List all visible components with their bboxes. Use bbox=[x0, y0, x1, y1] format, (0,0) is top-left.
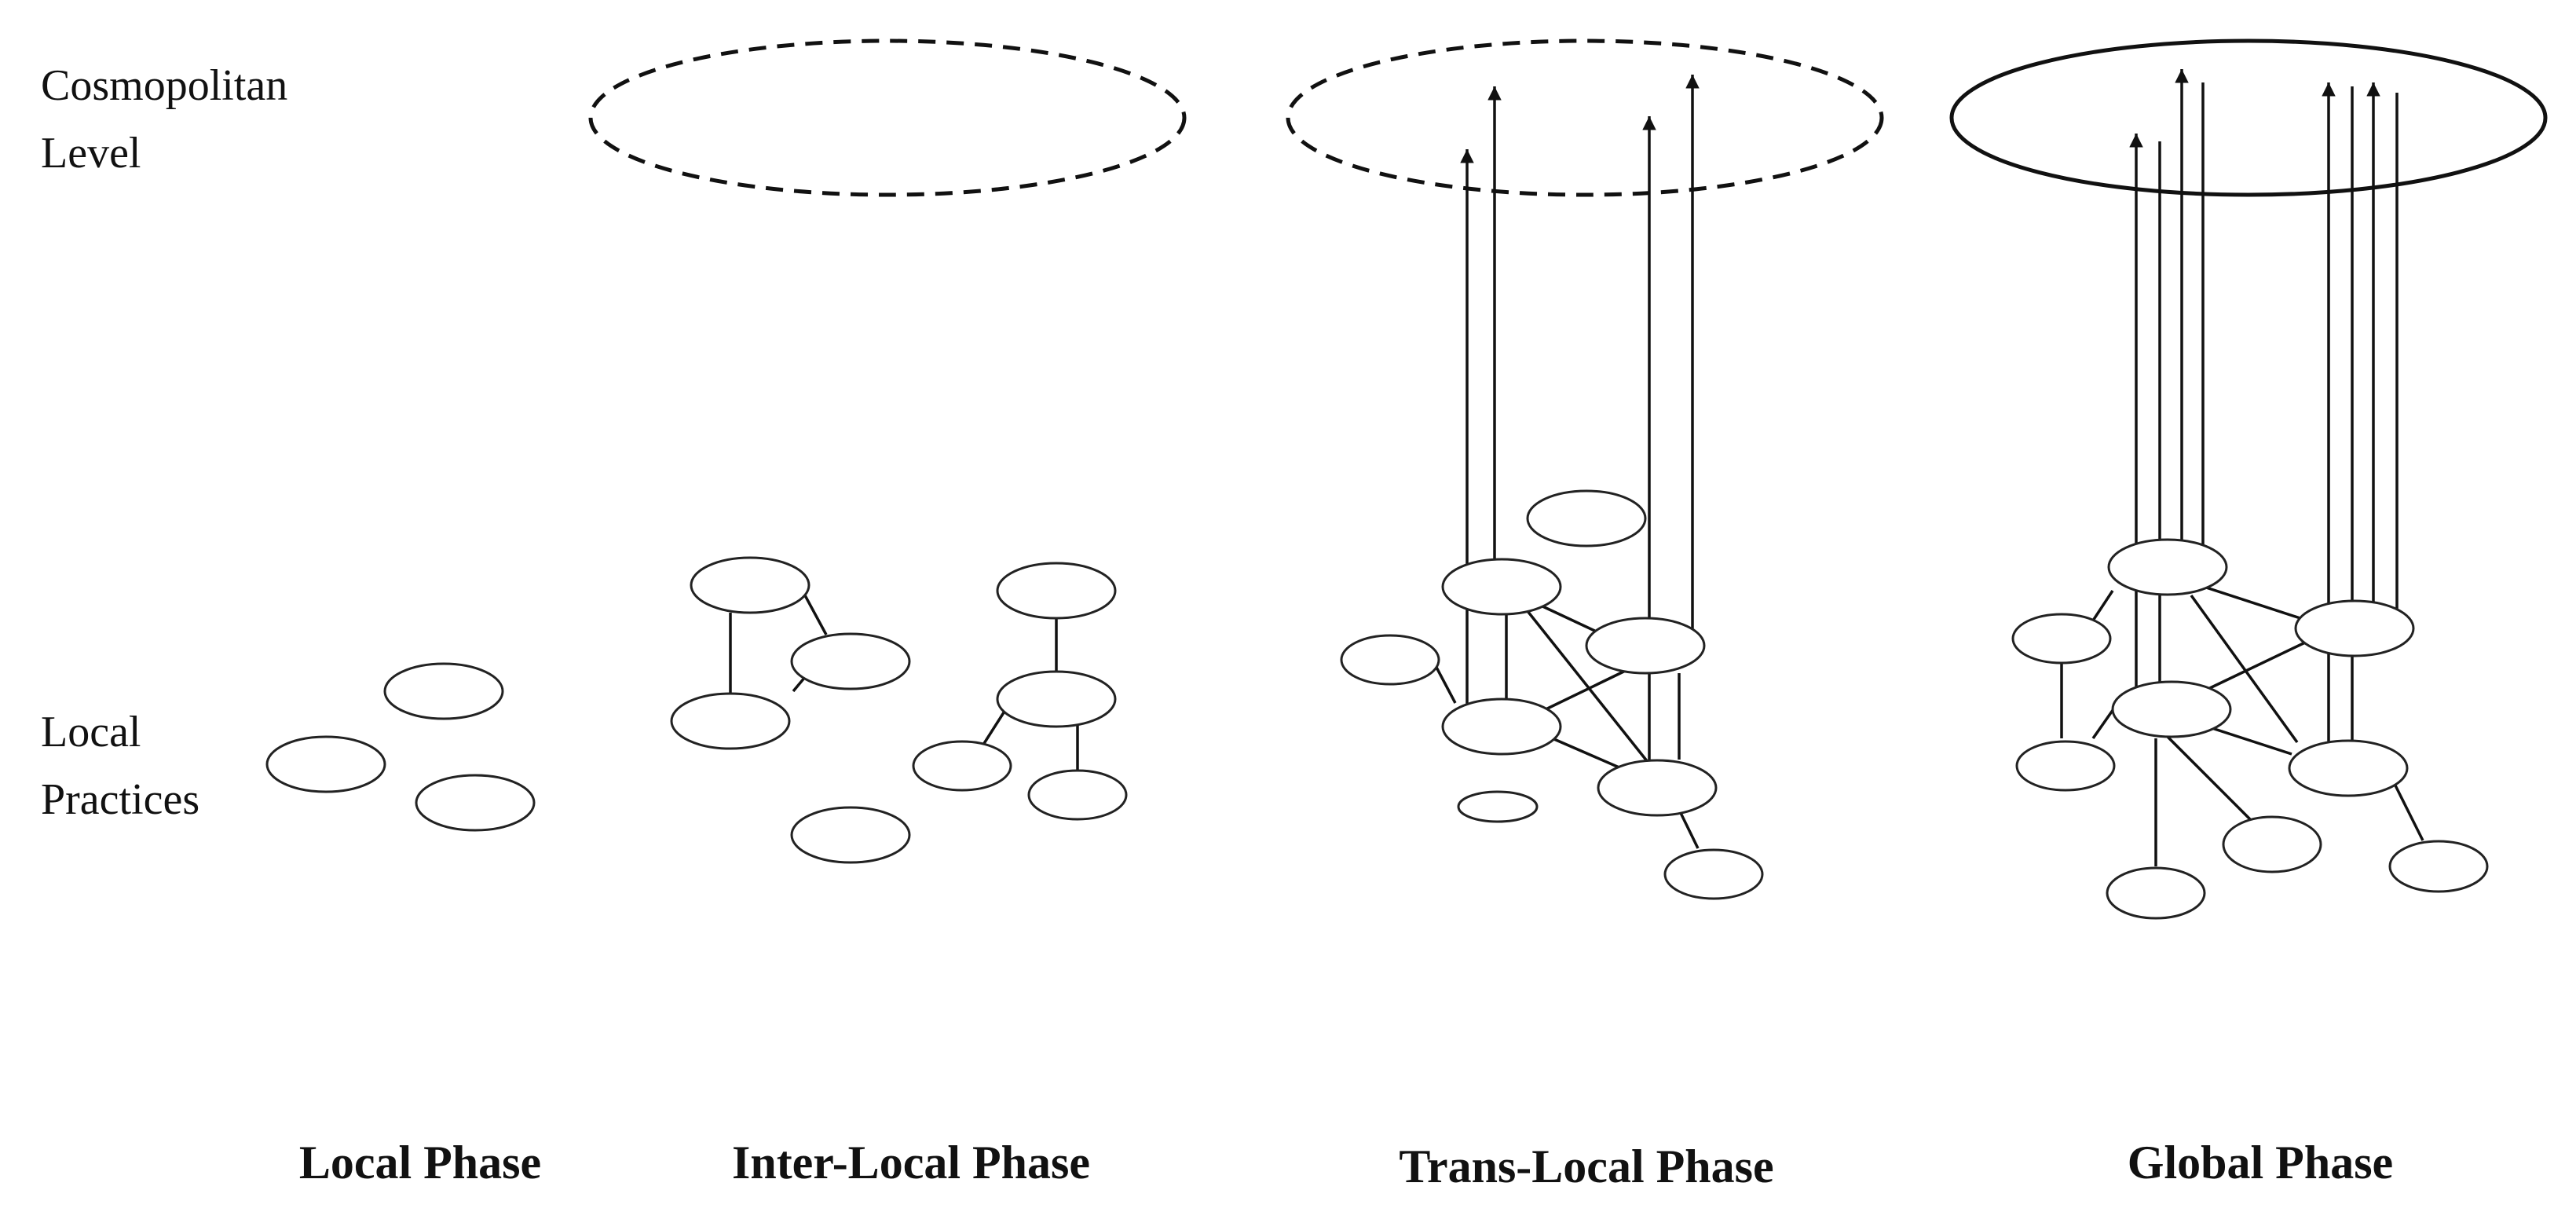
local-practice-node bbox=[265, 735, 386, 793]
connection-line bbox=[803, 595, 828, 635]
connection-line bbox=[2091, 590, 2114, 621]
local-practice-node bbox=[1526, 489, 1647, 547]
local-practice-node bbox=[2288, 739, 2409, 797]
local-practice-node bbox=[2111, 680, 2232, 738]
local-practice-node bbox=[2015, 740, 2116, 792]
local-practice-node bbox=[670, 692, 791, 750]
local-practice-node bbox=[790, 806, 911, 864]
connection-line bbox=[2190, 594, 2299, 744]
connection-line bbox=[1679, 812, 1700, 849]
local-practice-node bbox=[1340, 634, 1440, 686]
local-practice-node bbox=[2011, 613, 2112, 665]
local-practice-node bbox=[1585, 617, 1706, 675]
phase-label-global: Global Phase bbox=[2128, 1137, 2393, 1188]
cosmopolitan-level-ellipse-dashed bbox=[588, 38, 1187, 197]
local-practice-node bbox=[2106, 866, 2206, 920]
local-practice-node bbox=[690, 556, 810, 614]
cosmopolitan-level-ellipse-dashed bbox=[1286, 38, 1884, 197]
local-practice-node bbox=[1663, 848, 1764, 900]
local-practice-node bbox=[2294, 599, 2415, 657]
local-practice-node bbox=[1597, 759, 1718, 817]
connection-line bbox=[982, 709, 1007, 745]
local-practice-node bbox=[1441, 698, 1562, 756]
local-practice-node bbox=[1457, 790, 1539, 823]
cosmopolitan-label-line1: Cosmopolitan bbox=[41, 61, 287, 110]
local-practices-label-line2: Practices bbox=[41, 775, 199, 824]
local-practice-node bbox=[415, 774, 536, 832]
connection-line bbox=[2166, 735, 2252, 821]
inter-local-phase-group bbox=[588, 38, 1187, 864]
local-practice-node bbox=[912, 740, 1012, 792]
local-practice-node bbox=[2107, 538, 2228, 596]
phase-label-inter-local: Inter-Local Phase bbox=[732, 1137, 1090, 1188]
local-practice-node bbox=[383, 662, 504, 720]
local-practice-node bbox=[996, 670, 1117, 728]
local-practice-node bbox=[996, 562, 1117, 620]
connection-line bbox=[2198, 584, 2308, 622]
local-phase-group bbox=[265, 662, 536, 832]
phase-label-local: Local Phase bbox=[299, 1137, 541, 1188]
cosmopolitan-label-line2: Level bbox=[41, 129, 141, 178]
local-practice-node bbox=[1441, 558, 1562, 616]
connection-line bbox=[1526, 610, 1649, 763]
cosmopolitan-level-ellipse-solid bbox=[1949, 38, 2548, 197]
global-phase-group bbox=[1949, 38, 2548, 920]
connection-line bbox=[2394, 785, 2424, 841]
trans-local-phase-group bbox=[1286, 38, 1884, 900]
local-practice-node bbox=[2388, 840, 2489, 893]
local-practice-node bbox=[1027, 769, 1128, 821]
local-practice-node bbox=[790, 632, 911, 690]
local-practice-node bbox=[2222, 815, 2322, 873]
connection-line bbox=[2194, 641, 2306, 697]
phase-label-trans-local: Trans-Local Phase bbox=[1399, 1141, 1773, 1192]
local-practices-label-line1: Local bbox=[41, 708, 141, 756]
